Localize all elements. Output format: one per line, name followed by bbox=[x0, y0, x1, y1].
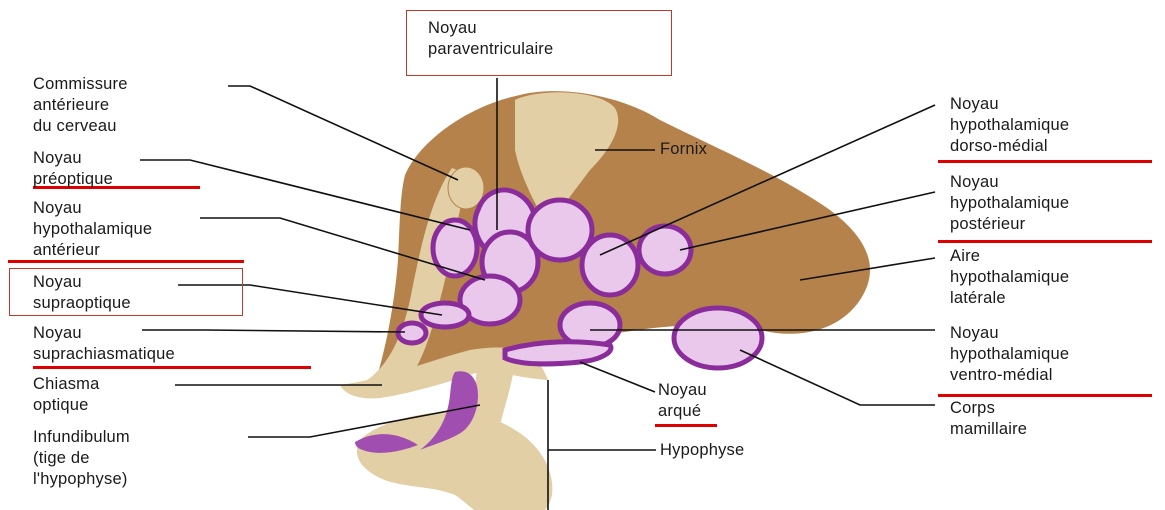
label-hypothalamique-anterieur: Noyau hypothalamique antérieur bbox=[33, 198, 152, 261]
label-arque: Noyau arqué bbox=[658, 380, 707, 422]
label-hypophyse: Hypophyse bbox=[660, 440, 744, 461]
posterieur-underline bbox=[938, 240, 1152, 243]
arcuate-nucleus bbox=[505, 342, 611, 364]
supraoptic-nucleus-shape bbox=[421, 303, 469, 327]
mammillary-body-shape bbox=[674, 308, 762, 368]
label-chiasma: Chiasma optique bbox=[33, 374, 100, 416]
label-paraventriculaire: Noyau paraventriculaire bbox=[428, 18, 553, 60]
suprachiasmatic-nucleus-shape bbox=[398, 323, 426, 343]
anterior-nucleus-shape bbox=[433, 220, 477, 276]
label-laterale: Aire hypothalamique latérale bbox=[950, 246, 1069, 309]
label-fornix: Fornix bbox=[660, 139, 707, 160]
label-commissure: Commissure antérieure du cerveau bbox=[33, 74, 128, 137]
label-mamillaire: Corps mamillaire bbox=[950, 398, 1027, 440]
label-infundibulum: Infundibulum (tige de l'hypophyse) bbox=[33, 427, 130, 490]
dorso-medial-underline bbox=[938, 160, 1152, 163]
suprachiasmatique-underline bbox=[33, 366, 311, 369]
label-suprachiasmatique: Noyau suprachiasmatique bbox=[33, 323, 175, 365]
ventro-medial-underline bbox=[938, 394, 1152, 397]
label-supraoptique: Noyau supraoptique bbox=[33, 272, 131, 314]
mid-nucleus-shape bbox=[582, 235, 638, 295]
label-ventro-medial: Noyau hypothalamique ventro-médial bbox=[950, 323, 1069, 386]
label-posterieur: Noyau hypothalamique postérieur bbox=[950, 172, 1069, 235]
arque-underline bbox=[655, 424, 717, 427]
label-preoptique: Noyau préoptique bbox=[33, 148, 113, 190]
label-dorso-medial: Noyau hypothalamique dorso-médial bbox=[950, 94, 1069, 157]
